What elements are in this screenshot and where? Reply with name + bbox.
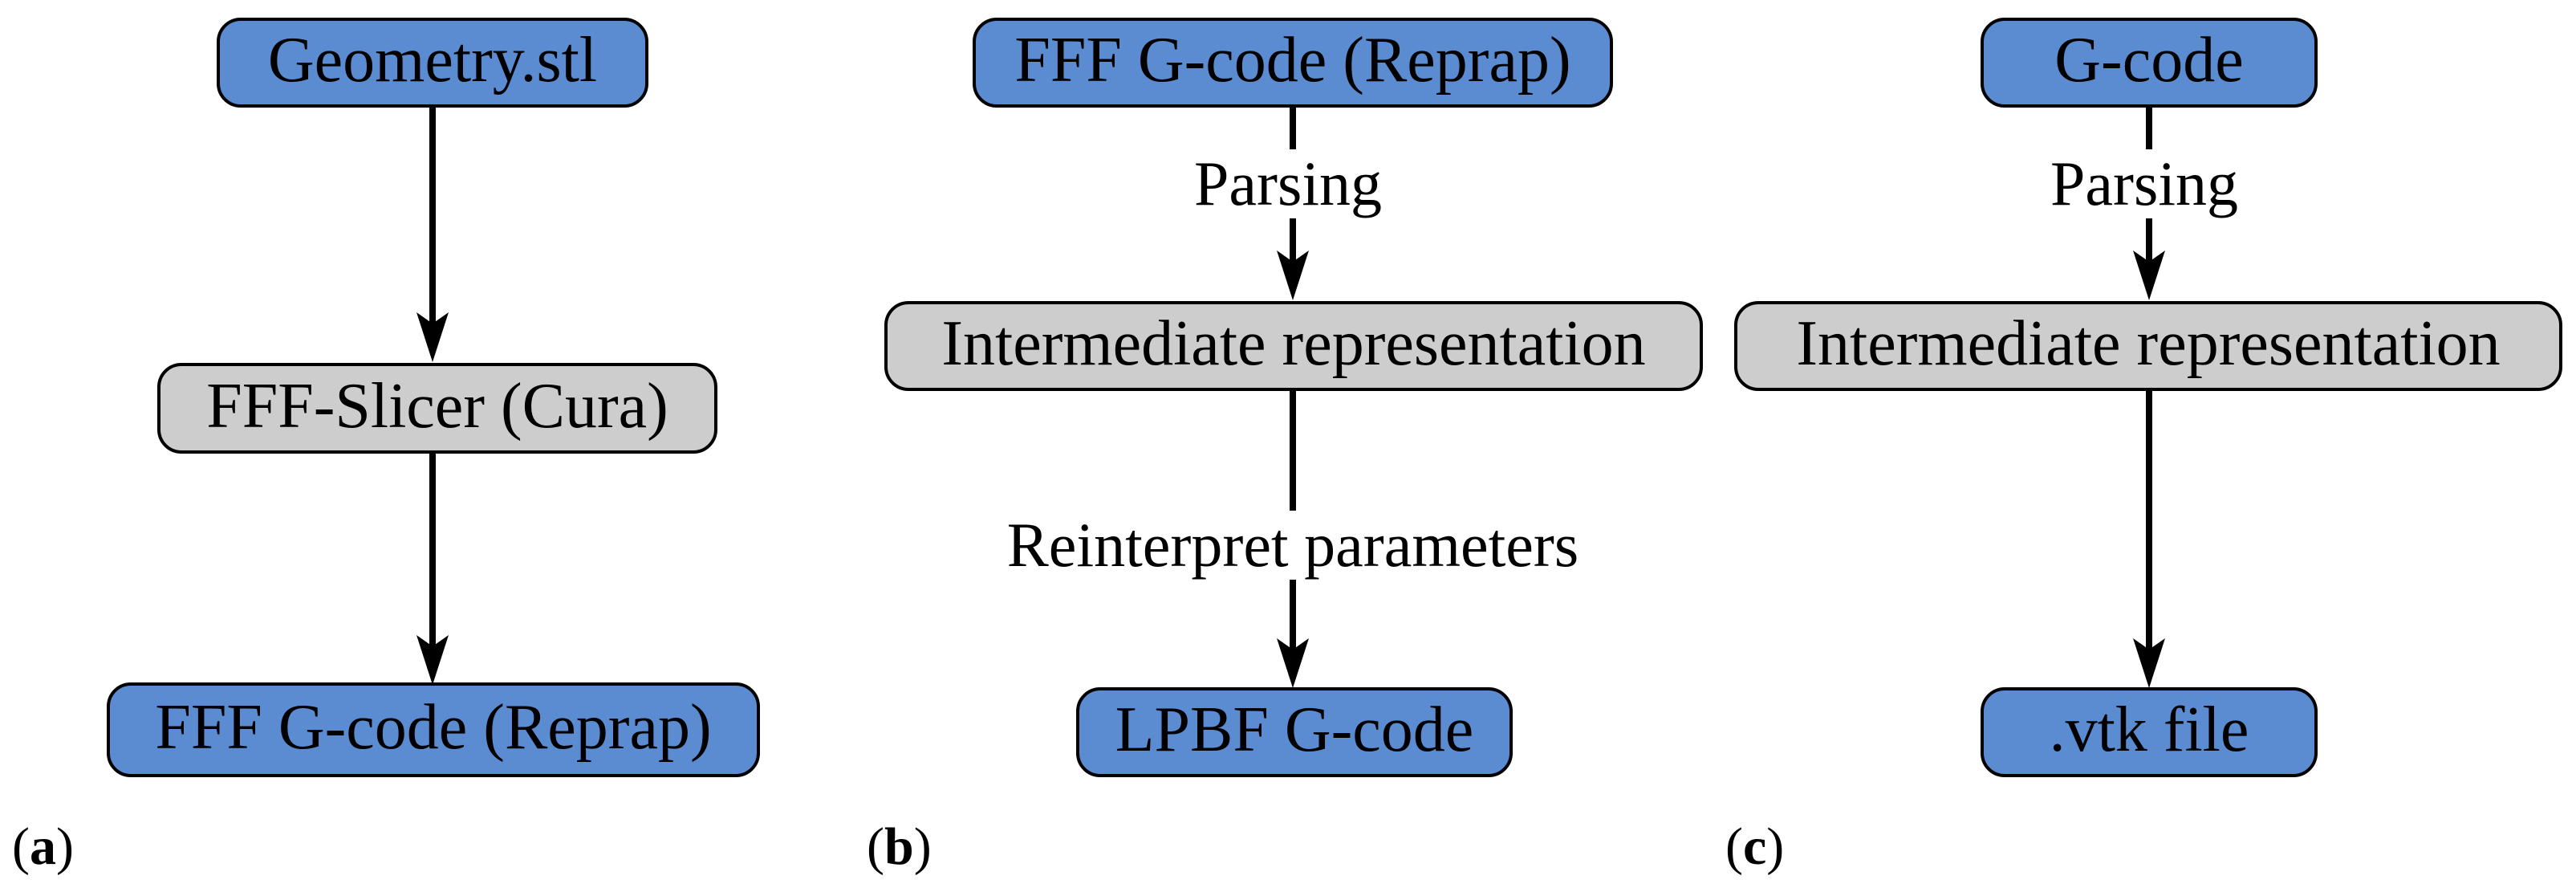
panel-label-c-open-paren: ( xyxy=(1725,817,1743,876)
panel-label-b-letter: b xyxy=(884,817,914,876)
node-geometry-stl: Geometry.stl xyxy=(217,18,648,108)
node-intermediate-representation-b: Intermediate representation xyxy=(884,301,1703,391)
panel-label-c-close-paren: ) xyxy=(1766,817,1785,876)
panel-label-a-close-paren: ) xyxy=(55,817,74,876)
panel-label-a: (a) xyxy=(12,821,74,874)
edge-label-parsing-b: Parsing xyxy=(1183,149,1393,218)
node-lpbf-gcode: LPBF G-code xyxy=(1076,687,1513,777)
arrow-geometry-to-slicer xyxy=(416,108,449,362)
node-intermediate-representation-c: Intermediate representation xyxy=(1734,301,2562,391)
panel-label-b: (b) xyxy=(867,821,932,874)
node-fff-slicer-cura: FFF-Slicer (Cura) xyxy=(157,363,717,454)
panel-label-a-letter: a xyxy=(29,817,56,876)
arrow-slicer-to-fff-gcode xyxy=(416,452,449,685)
node-fff-gcode-reprap-output: FFF G-code (Reprap) xyxy=(107,682,760,777)
node-gcode: G-code xyxy=(1981,18,2318,108)
panel-label-b-close-paren: ) xyxy=(913,817,932,876)
node-fff-gcode-reprap-input: FFF G-code (Reprap) xyxy=(973,18,1613,108)
panel-label-c-letter: c xyxy=(1742,817,1767,876)
arrow-intermediate-to-vtk-file xyxy=(2133,391,2165,688)
edge-label-reinterpret-parameters: Reinterpret parameters xyxy=(995,511,1591,580)
panel-label-a-open-paren: ( xyxy=(12,817,30,876)
panel-label-c: (c) xyxy=(1725,821,1784,874)
edge-label-parsing-c: Parsing xyxy=(2039,149,2249,218)
panel-label-b-open-paren: ( xyxy=(867,817,884,876)
node-vtk-file: .vtk file xyxy=(1981,687,2318,777)
